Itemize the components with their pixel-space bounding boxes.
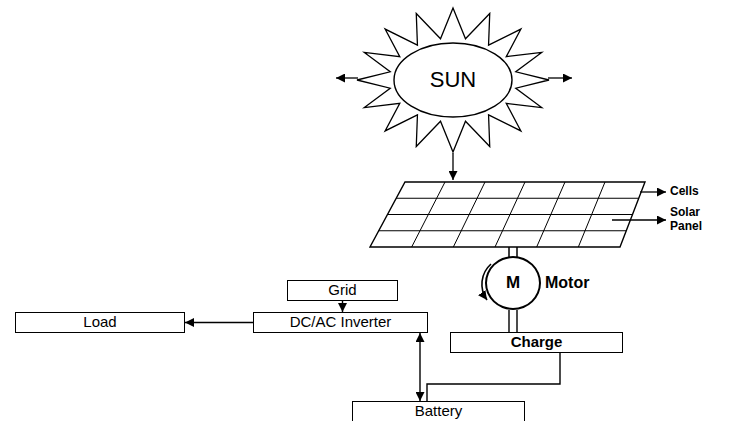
connector xyxy=(509,310,517,332)
cell-line xyxy=(396,198,639,199)
node-label: Grid xyxy=(328,282,356,299)
charge-box: Charge xyxy=(450,332,623,353)
node-label: SUN xyxy=(430,68,476,92)
node-label: Battery xyxy=(415,403,463,420)
solar-panel xyxy=(370,182,645,247)
battery-box: Battery xyxy=(352,401,525,421)
connector xyxy=(342,301,343,312)
node-label: M xyxy=(506,274,520,293)
ray-arrow xyxy=(548,77,572,78)
node-label: Charge xyxy=(511,334,563,351)
leader-arrow xyxy=(640,191,666,192)
ray-arrow xyxy=(336,77,358,78)
node-label: DC/AC Inverter xyxy=(290,314,392,331)
sun-rays xyxy=(357,8,549,152)
cell-line xyxy=(388,214,633,215)
connector xyxy=(419,333,420,401)
grid-box: Grid xyxy=(287,280,398,301)
panel-frame xyxy=(370,182,645,247)
load-box: Load xyxy=(15,312,185,333)
node-label: Load xyxy=(83,314,116,331)
callout-label: Solar Panel xyxy=(670,206,714,234)
node-heading: Motor xyxy=(545,274,589,292)
motor-circle: MMotor xyxy=(485,256,541,310)
sun-ellipse: SUN xyxy=(393,42,513,118)
sunlight-arrow xyxy=(452,153,453,180)
connector xyxy=(185,322,253,323)
leader-arrow xyxy=(612,219,666,220)
callout-label: Cells xyxy=(670,185,730,199)
inverter-box: DC/AC Inverter xyxy=(253,312,428,333)
sun-rays xyxy=(357,8,549,152)
connector xyxy=(427,353,560,402)
cell-line xyxy=(379,230,627,231)
